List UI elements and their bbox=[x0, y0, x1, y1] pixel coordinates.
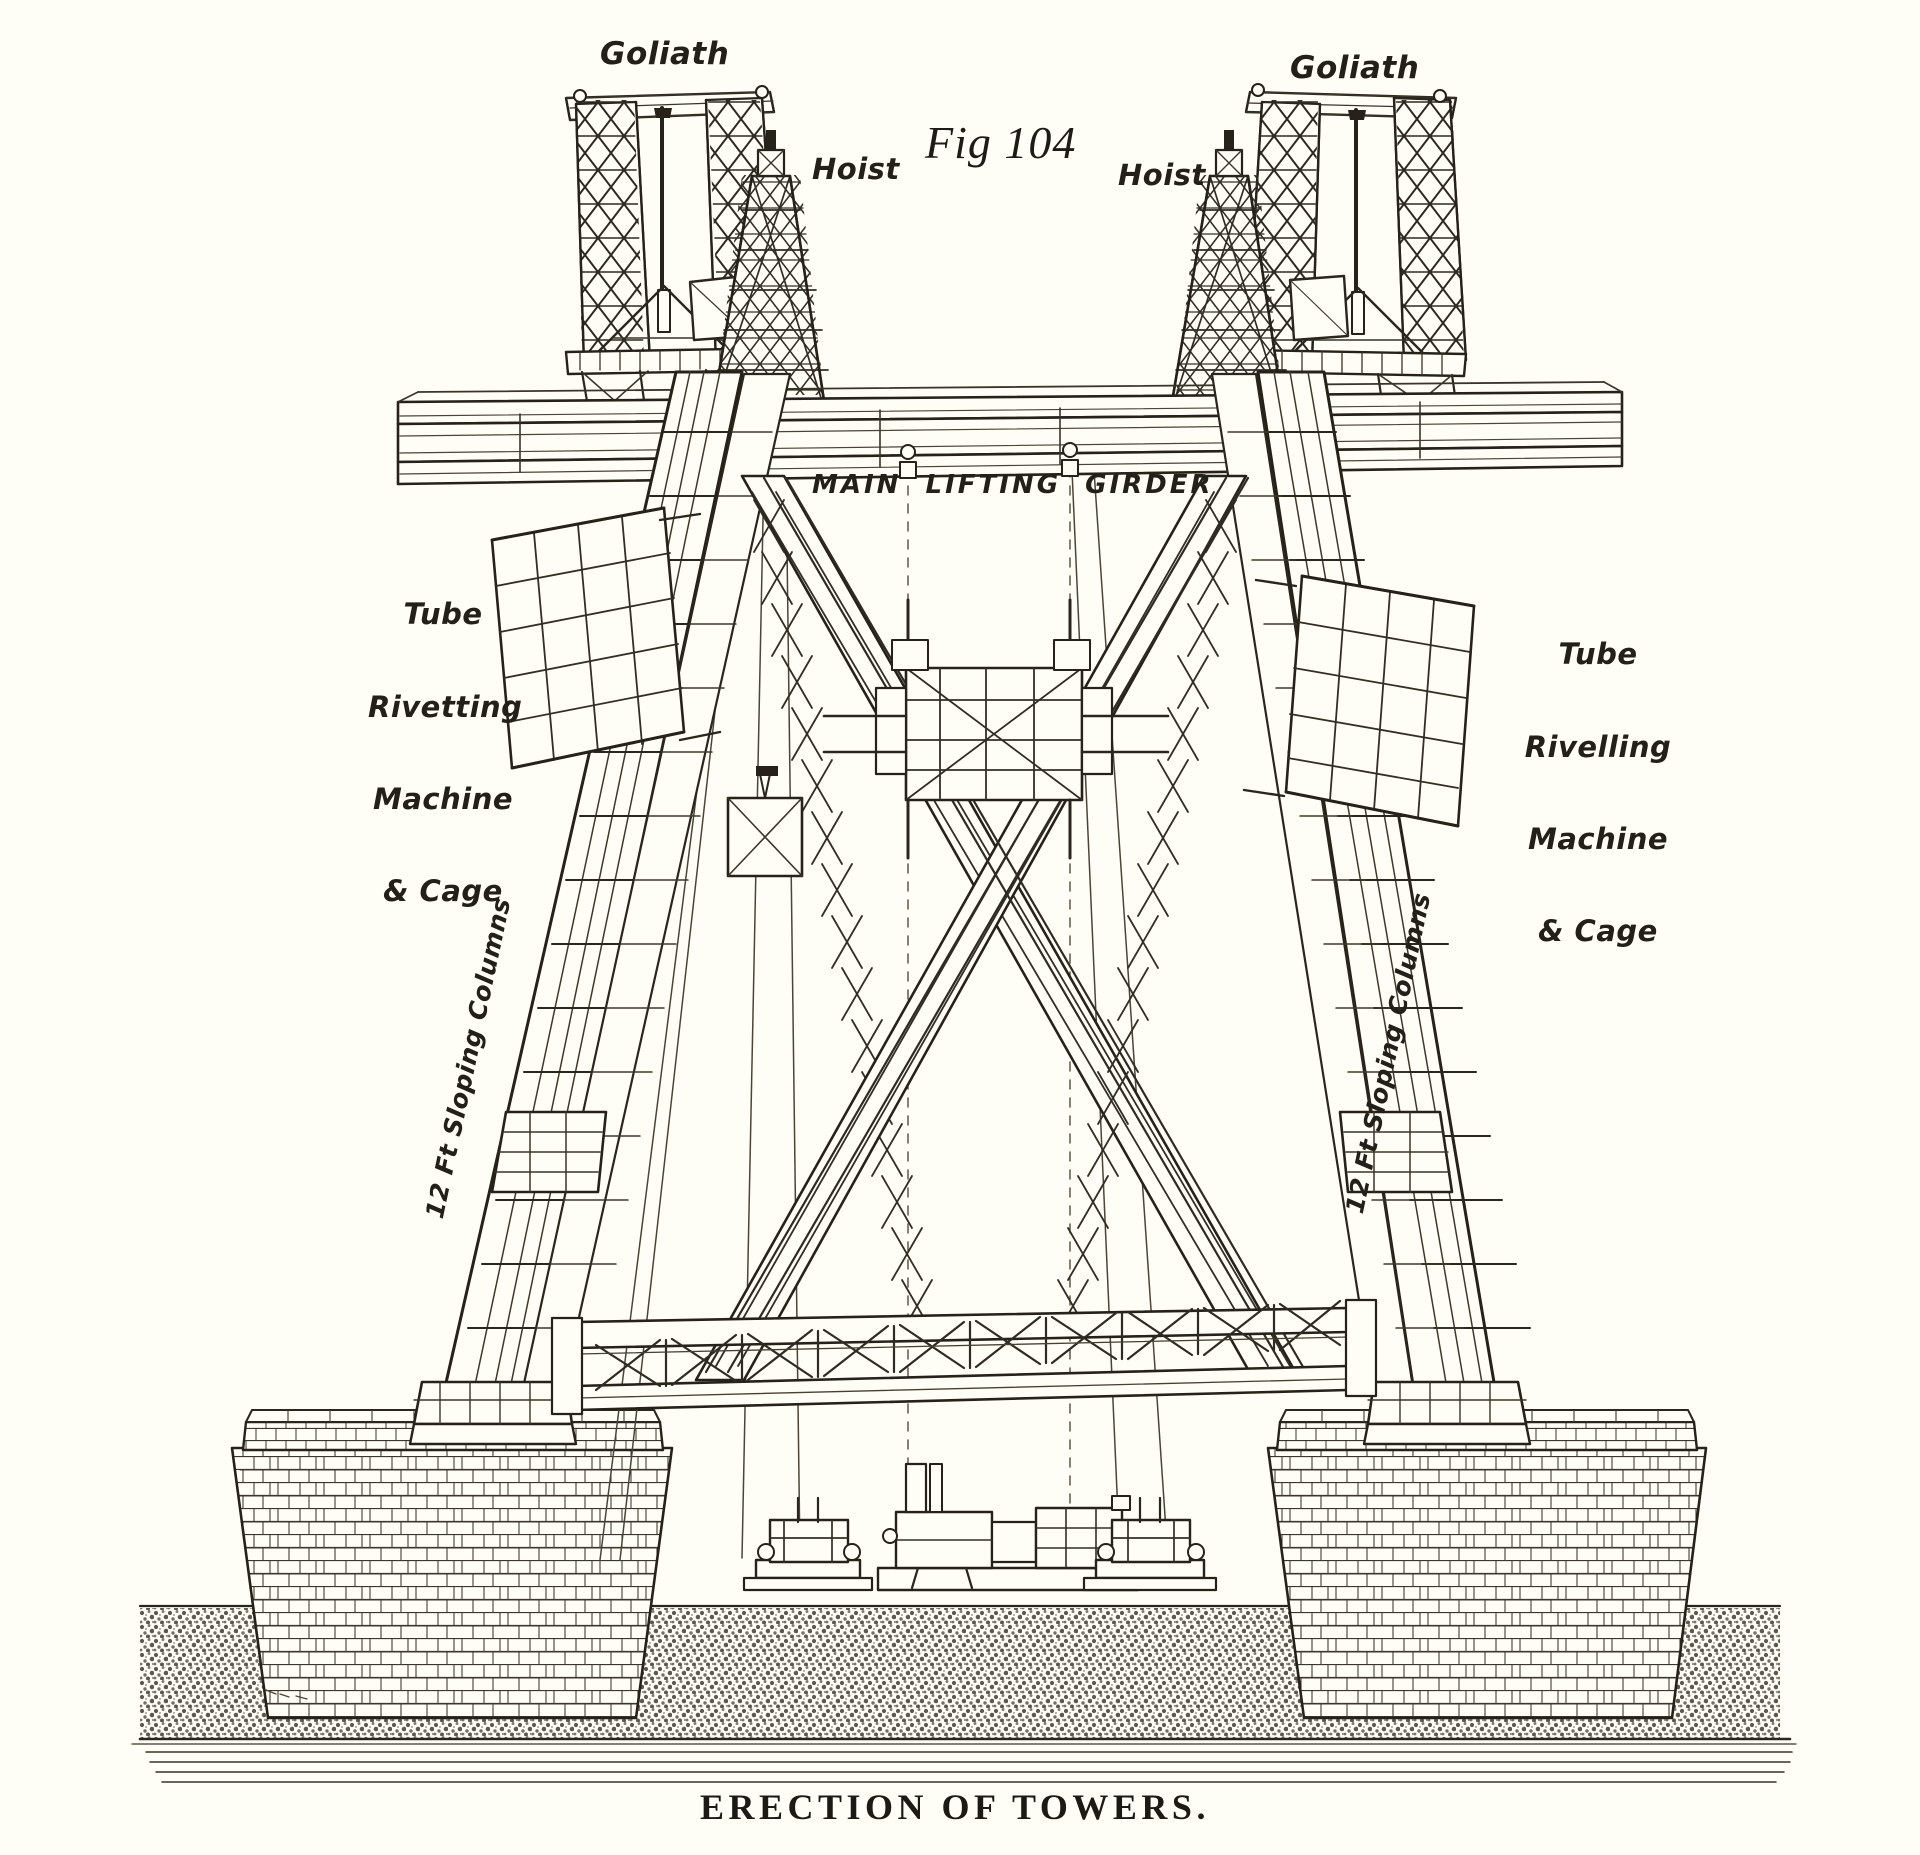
label-goliath-left: Goliath bbox=[600, 36, 730, 72]
winch-left bbox=[742, 1496, 874, 1592]
diagonal-secondary bbox=[704, 476, 1308, 1374]
cage-left-line2: Rivetting bbox=[368, 689, 523, 724]
label-tube-rivetting-cage-left: Tube Rivetting Machine & Cage bbox=[368, 538, 523, 938]
tube-rivetting-cage-right bbox=[1242, 574, 1476, 828]
steam-engine-centre bbox=[876, 1462, 1140, 1592]
cage-left-line1: Tube bbox=[403, 597, 483, 632]
masonry-pier-right bbox=[1266, 1409, 1708, 1720]
winch-right bbox=[1082, 1496, 1218, 1592]
horizontal-lattice-girder bbox=[550, 1298, 1378, 1416]
cage-right-line3: Machine bbox=[1527, 821, 1669, 856]
plate-caption: ERECTION OF TOWERS. bbox=[700, 1787, 1210, 1827]
centre-junction-node bbox=[822, 598, 1170, 860]
label-main-lifting-girder: MAIN LIFTING GIRDER bbox=[812, 470, 1214, 500]
cage-left-line4: & Cage bbox=[383, 874, 503, 909]
label-tube-rivetting-cage-right: Tube Rivelling Machine & Cage bbox=[1518, 578, 1678, 978]
cage-right-line4: & Cage bbox=[1538, 914, 1658, 949]
tube-rivetting-cage-left bbox=[490, 506, 722, 770]
suspended-skip bbox=[726, 766, 804, 878]
figure-number: Fig 104 bbox=[925, 117, 1077, 168]
label-hoist-right: Hoist bbox=[1118, 158, 1206, 192]
cage-left-line3: Machine bbox=[372, 781, 514, 816]
label-hoist-left: Hoist bbox=[812, 152, 900, 186]
masonry-pier-left bbox=[230, 1409, 674, 1720]
cage-right-line2: Rivelling bbox=[1524, 729, 1672, 764]
cage-right-line1: Tube bbox=[1558, 637, 1638, 672]
label-goliath-right: Goliath bbox=[1290, 50, 1420, 86]
